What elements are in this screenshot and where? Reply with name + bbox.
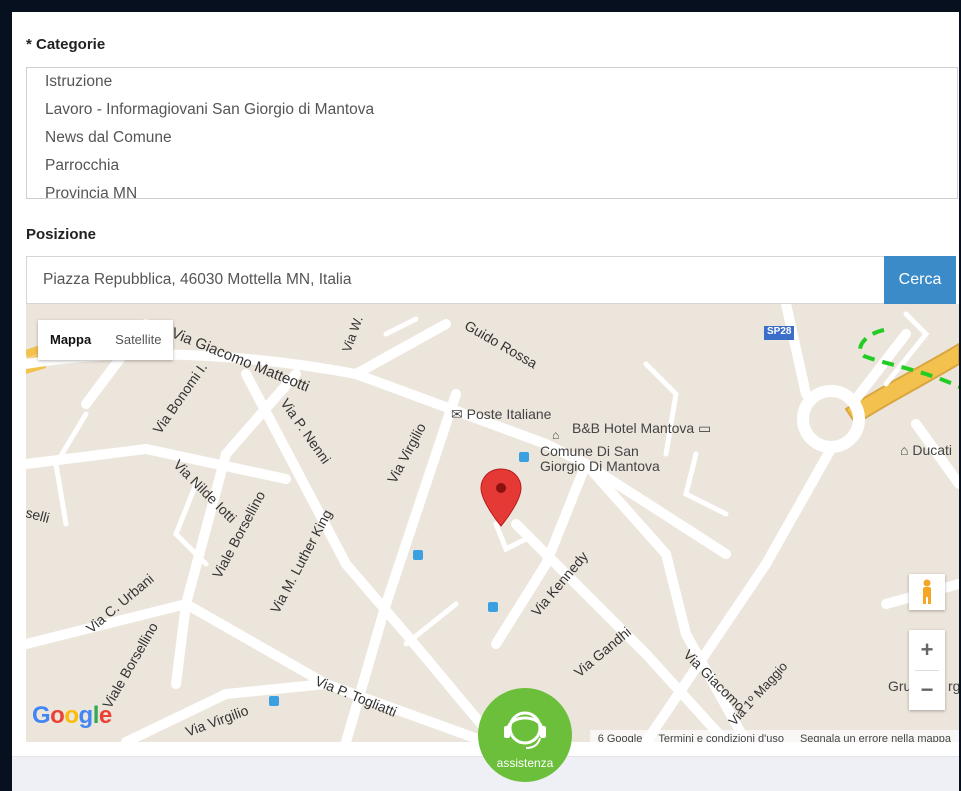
zoom-out-button[interactable]: − <box>920 677 934 702</box>
poi-comune-icon: ⌂ <box>552 428 560 442</box>
poi-ducati: ⌂ Ducati <box>900 442 953 458</box>
form-panel: * Categorie Istruzione Lavoro - Informag… <box>12 12 959 791</box>
poi-label: Poste Italiane <box>466 406 552 422</box>
zoom-divider <box>915 670 939 671</box>
search-button[interactable]: Cerca <box>884 256 956 304</box>
map-roads <box>26 304 959 742</box>
map-type-map-button[interactable]: Mappa <box>50 332 92 347</box>
poi-gru: Gru <box>888 678 911 694</box>
category-option[interactable]: Parrocchia <box>45 157 120 174</box>
category-option[interactable]: Lavoro - Informagiovani San Giorgio di M… <box>45 101 375 118</box>
categories-listbox[interactable]: Istruzione Lavoro - Informagiovani San G… <box>26 67 958 199</box>
category-option[interactable]: Istruzione <box>45 73 113 90</box>
assistance-button[interactable]: assistenza <box>478 688 572 791</box>
address-search-row: Piazza Repubblica, 46030 Mottella MN, It… <box>26 256 956 304</box>
headset-agent-icon <box>504 711 546 749</box>
poi-label: Giorgio Di Mantova <box>540 458 660 474</box>
annotation-dashed-ellipse <box>858 328 959 389</box>
report-error-link[interactable]: Segnala un errore nella mappa <box>799 733 951 742</box>
poi-label: B&B Hotel Mantova <box>572 420 695 436</box>
assistance-label: assistenza <box>496 756 554 770</box>
road-shield-label: SP28 <box>767 326 792 337</box>
pegman-button[interactable] <box>909 574 945 610</box>
poi-rg: rg <box>948 678 959 694</box>
category-option[interactable]: Provincia MN <box>45 185 138 199</box>
category-option[interactable]: News dal Comune <box>45 129 172 146</box>
zoom-in-button[interactable]: + <box>920 637 934 662</box>
address-value: Piazza Repubblica, 46030 Mottella MN, It… <box>43 271 352 288</box>
position-label: Posizione <box>26 226 97 243</box>
map-copyright: 6 Google <box>597 733 643 742</box>
categories-label: * Categorie <box>26 36 106 53</box>
map-type-satellite-button[interactable]: Satellite <box>115 332 162 347</box>
terms-link[interactable]: Termini e condizioni d'uso <box>658 733 784 742</box>
zoom-control: + − <box>909 630 945 710</box>
pegman-icon <box>923 579 931 604</box>
map-type-control: Mappa Satellite <box>38 320 174 360</box>
poi-label: Gru <box>888 678 912 694</box>
poi-label: Comune Di San <box>540 443 639 459</box>
map-marker-icon <box>480 468 522 527</box>
google-logo: Google <box>32 702 112 729</box>
assistance-circle <box>478 688 572 782</box>
address-input[interactable]: Piazza Repubblica, 46030 Mottella MN, It… <box>26 256 902 304</box>
poi-comune: Comune Di San Giorgio Di Mantova <box>540 444 660 474</box>
poi-poste: ✉ Poste Italiane <box>451 406 552 422</box>
map-attribution: 6 Google Termini e condizioni d'uso Segn… <box>589 730 959 742</box>
poi-label: Ducati <box>912 442 953 458</box>
map-view[interactable]: Mappa Satellite SP28 Via Giacomo Matteot… <box>26 304 959 742</box>
poi-label: rg <box>948 678 959 694</box>
poi-bnb: B&B Hotel Mantova ▭ <box>572 420 712 436</box>
